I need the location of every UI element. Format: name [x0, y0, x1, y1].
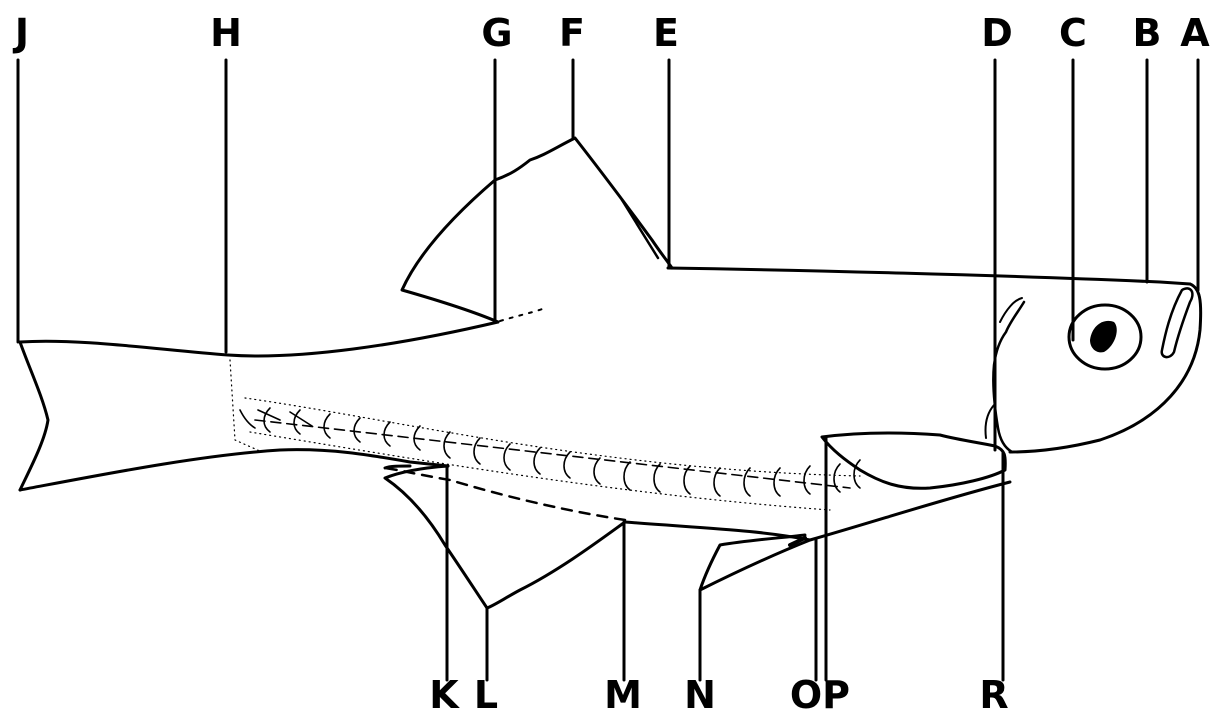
- anal-fin: [385, 466, 625, 608]
- label-P: P: [822, 676, 850, 714]
- gill-cover-detail: [985, 298, 1022, 438]
- dorsal-fin-front-edge: [622, 200, 658, 258]
- label-A: A: [1180, 14, 1209, 52]
- label-R: R: [979, 676, 1008, 714]
- ventral-line: [625, 482, 1010, 540]
- eye-pupil: [1090, 321, 1117, 352]
- label-M: M: [604, 676, 642, 714]
- label-F: F: [559, 14, 585, 52]
- dorsal-profile-line: [20, 322, 498, 356]
- label-H: H: [210, 14, 242, 52]
- scale-dots: [230, 360, 860, 510]
- nostril: [1162, 288, 1193, 357]
- label-C: C: [1059, 14, 1087, 52]
- caudal-peduncle-bottom: [20, 450, 448, 490]
- label-G: G: [481, 14, 512, 52]
- ventral-connection: [385, 466, 410, 468]
- measurement-lines: [18, 60, 1198, 680]
- caudal-fin-edge: [20, 342, 48, 490]
- label-K: K: [429, 676, 458, 714]
- gill-cover: [993, 302, 1024, 452]
- label-E: E: [653, 14, 679, 52]
- label-B: B: [1133, 14, 1162, 52]
- dorsal-profile-dotted: [500, 308, 545, 321]
- label-O: O: [790, 676, 822, 714]
- label-N: N: [684, 676, 716, 714]
- dorsal-fin: [402, 138, 672, 322]
- label-D: D: [981, 14, 1013, 52]
- label-J: J: [15, 14, 29, 52]
- pectoral-fin: [822, 433, 1005, 488]
- back-line: [668, 268, 1190, 284]
- label-L: L: [474, 676, 498, 714]
